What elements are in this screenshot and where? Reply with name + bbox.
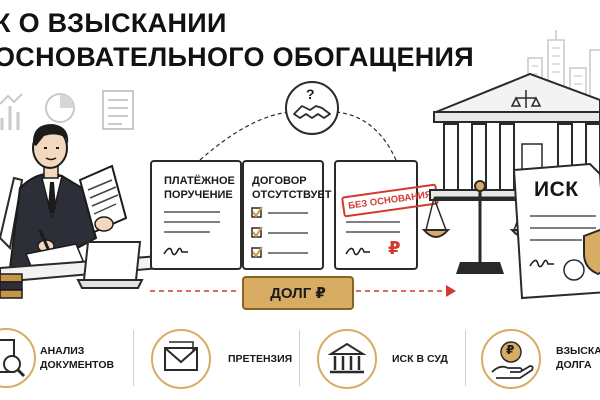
lawsuit-label: ИСК	[534, 178, 579, 201]
scales-of-justice-icon	[421, 180, 539, 274]
city-skyline-illustration	[527, 30, 600, 110]
contract-absent-card: ДОГОВОР ОТСУТСТВУЕТ	[242, 160, 331, 270]
divider	[299, 330, 300, 386]
text-lines-icon	[346, 221, 400, 233]
step-label-collection: ВЗЫСКАНИ ДОЛГА	[556, 345, 600, 371]
checklist-icon	[251, 206, 308, 258]
divider	[133, 330, 134, 386]
contract-absent-title: ДОГОВОР ОТСУТСТВУЕТ	[252, 175, 332, 201]
page-title-line-2: ОСНОВАТЕЛЬНОГО ОБОГАЩЕНИЯ	[0, 42, 474, 72]
lawyer-illustration	[0, 124, 161, 299]
handshake-icon	[285, 81, 339, 135]
lawsuit-document	[512, 162, 600, 300]
pie-chart-icon	[45, 93, 75, 123]
ruble-symbol: ₽	[388, 238, 401, 258]
coin-symbol: ₽	[506, 343, 515, 357]
page-title: К О ВЗЫСКАНИИ ОСНОВАТЕЛЬНОГО ОБОГАЩЕНИЯ	[0, 6, 474, 74]
question-mark: ?	[306, 86, 315, 102]
coin-hand-icon	[481, 329, 541, 389]
laptop-icon	[76, 241, 144, 289]
debt-badge: ДОЛГ ₽	[242, 276, 354, 310]
checklist-icon	[102, 90, 134, 130]
shield-icon	[583, 228, 600, 276]
signature-icon	[163, 247, 188, 256]
divider	[465, 330, 466, 386]
signature-icon	[345, 247, 370, 256]
bar-chart-icon	[0, 93, 23, 130]
step-label-analysis: АНАЛИЗ ДОКУМЕНТОВ	[40, 345, 115, 371]
no-basis-card: БЕЗ ОСНОВАНИЯ ₽	[334, 160, 440, 270]
page-title-line-1: К О ВЗЫСКАНИИ	[0, 8, 227, 38]
document-analysis-icon	[0, 328, 36, 388]
text-lines-icon	[164, 211, 220, 233]
payment-order-title: ПЛАТЁЖНОЕ ПОРУЧЕНИЕ	[164, 175, 235, 201]
step-label-lawsuit: ИСК В СУД	[392, 353, 448, 365]
step-label-claim: ПРЕТЕНЗИЯ	[228, 353, 293, 365]
envelope-icon	[151, 329, 211, 389]
payment-order-card: ПЛАТЁЖНОЕ ПОРУЧЕНИЕ	[150, 160, 242, 270]
court-building-icon	[317, 329, 377, 389]
